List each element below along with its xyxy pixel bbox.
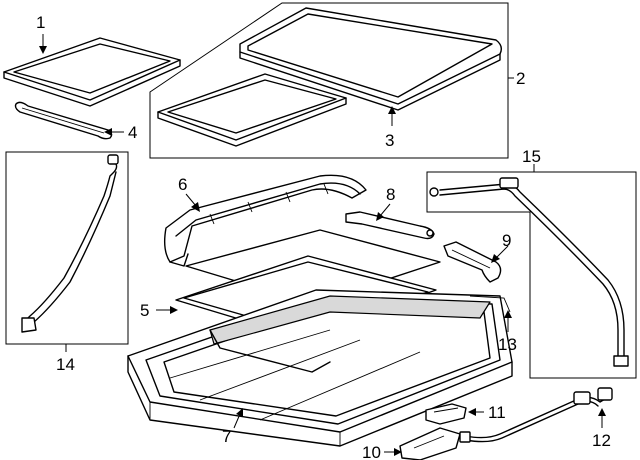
part-15-front-drain-hose xyxy=(429,177,629,367)
part-2-glass-assembly xyxy=(239,7,503,111)
part-10-motor xyxy=(399,427,461,460)
callout-11: 11 xyxy=(488,403,506,422)
callout-10: 10 xyxy=(362,443,381,460)
callout-12: 12 xyxy=(592,431,611,450)
callout-9: 9 xyxy=(502,231,511,250)
glass-group-box xyxy=(149,2,509,159)
part-14-rear-drain-hose xyxy=(21,154,119,333)
callout-8: 8 xyxy=(386,185,395,204)
callout-1: 1 xyxy=(36,13,45,32)
callout-2: 2 xyxy=(516,69,525,88)
part-4-seal-strip xyxy=(14,101,113,140)
leader-lines xyxy=(39,34,606,456)
callout-7: 7 xyxy=(222,427,231,446)
part-1-sunroof-glass xyxy=(3,37,181,107)
part-6-wind-deflector xyxy=(163,174,367,267)
callout-4: 4 xyxy=(128,123,137,142)
callout-3: 3 xyxy=(385,131,394,150)
part-7-sunroof-frame xyxy=(127,289,513,447)
callout-13: 13 xyxy=(498,335,517,354)
part-9-guide-piece xyxy=(443,241,502,283)
part-12-wiring-harness xyxy=(459,387,613,443)
callout-6: 6 xyxy=(178,175,187,194)
callout-14: 14 xyxy=(56,355,75,374)
part-11-drive-cable xyxy=(425,403,467,425)
front-drain-group-box xyxy=(426,171,637,379)
part-8-bracket xyxy=(345,211,435,240)
part-3-glass-frame xyxy=(157,73,347,147)
callout-15: 15 xyxy=(522,147,541,166)
rear-drain-group-box xyxy=(5,151,129,345)
callout-5: 5 xyxy=(140,301,149,320)
